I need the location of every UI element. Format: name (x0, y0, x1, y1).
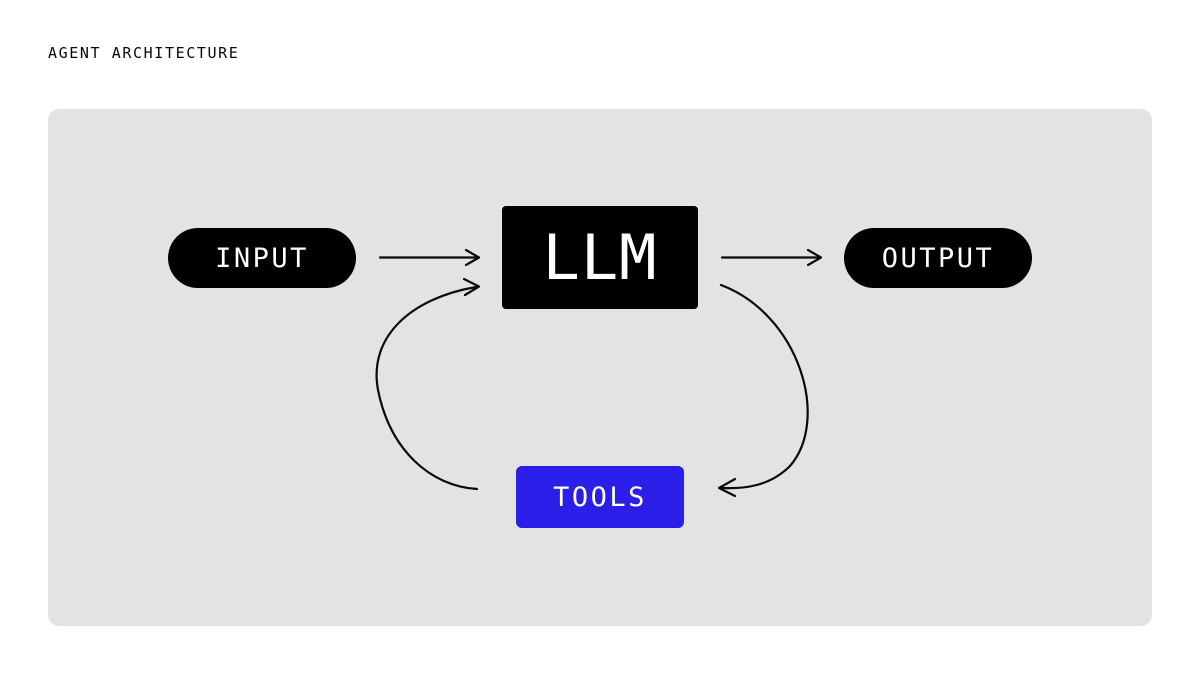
node-output[interactable]: OUTPUT (844, 228, 1032, 288)
edge-llm-to-tools (717, 283, 809, 498)
edge-input-to-llm (378, 248, 481, 267)
edge-llm-to-output (720, 248, 823, 267)
edge-tools-to-llm (375, 277, 481, 491)
diagram-panel (48, 109, 1152, 626)
node-tools[interactable]: TOOLS (516, 466, 684, 528)
node-input-label: INPUT (215, 242, 309, 274)
node-llm-label: LLM (542, 221, 658, 294)
node-output-label: OUTPUT (881, 242, 995, 274)
node-llm[interactable]: LLM (502, 206, 698, 309)
node-input[interactable]: INPUT (168, 228, 356, 288)
page-title: AGENT ARCHITECTURE (48, 44, 240, 62)
node-tools-label: TOOLS (553, 481, 647, 513)
